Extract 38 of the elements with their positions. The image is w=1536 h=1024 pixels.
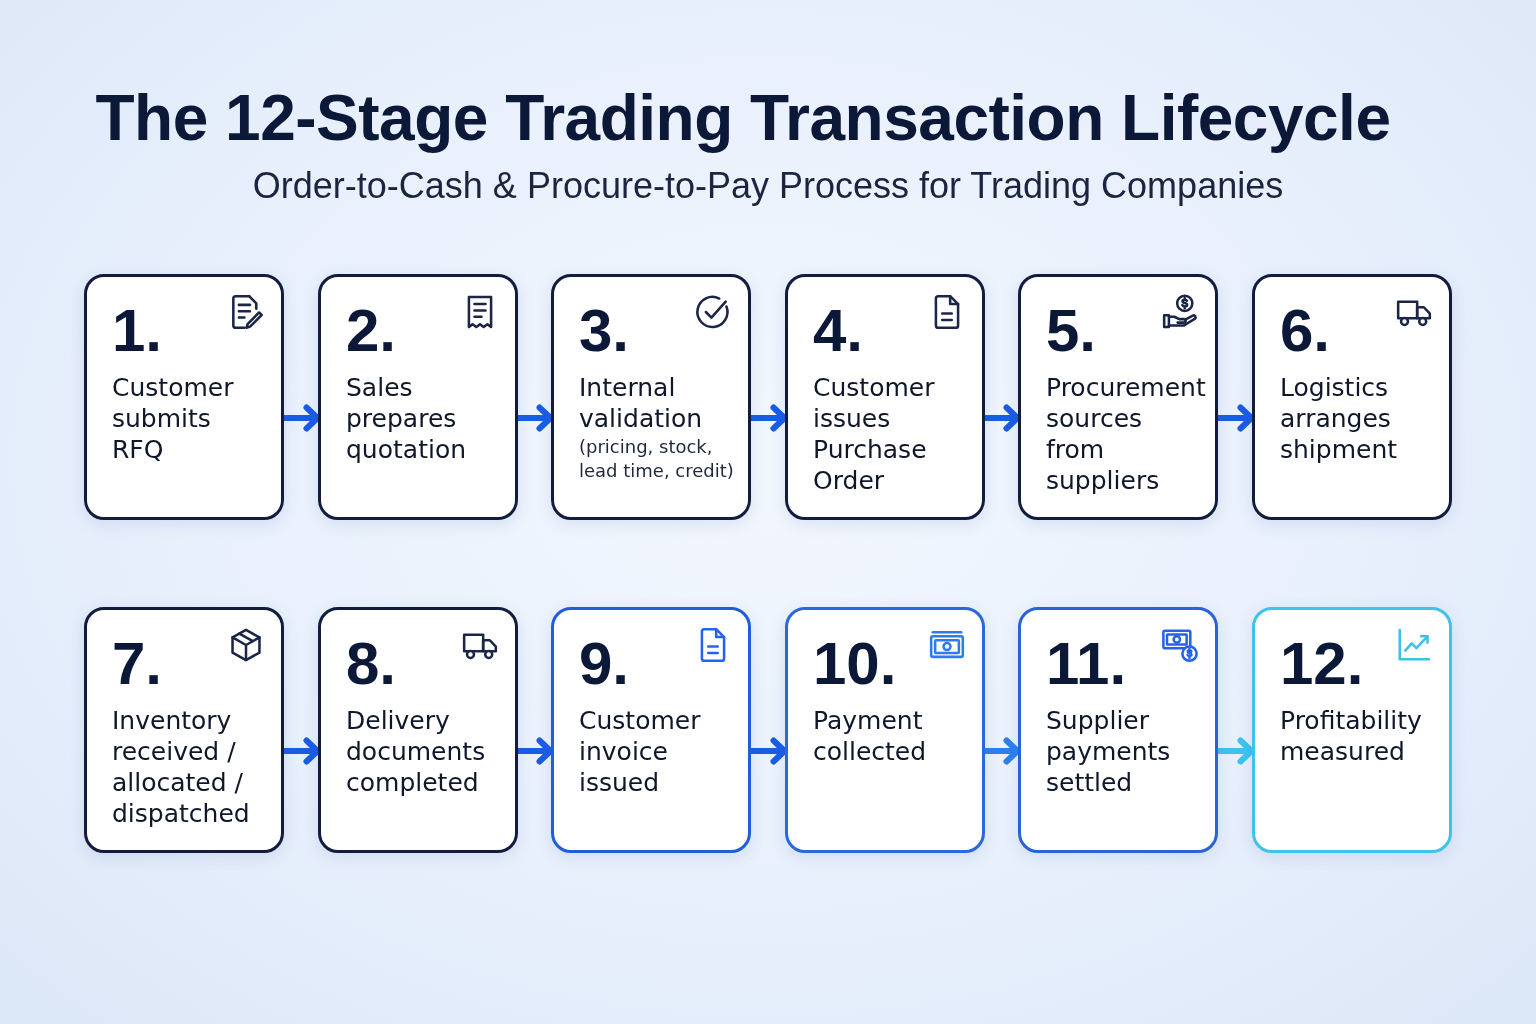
stage-card <box>84 274 284 520</box>
stage-number: 6. <box>1280 301 1331 361</box>
stage-card <box>785 274 985 520</box>
stage-number: 4. <box>813 301 864 361</box>
stage-title: Delivery documents completed <box>346 705 487 798</box>
stage-title: Inventory received / allocated / dispatched <box>112 705 251 829</box>
stage-card <box>1252 274 1452 520</box>
stage-number: 11. <box>1046 634 1127 694</box>
stage-card <box>318 607 518 853</box>
stage-number: 8. <box>346 634 397 694</box>
stage-title: Profitability measured <box>1280 705 1423 767</box>
stage-card <box>1018 274 1218 520</box>
stage-number: 12. <box>1280 634 1364 694</box>
stage-title: Logistics arranges shipment <box>1280 372 1399 465</box>
stage-title: Customer issues Purchase Order <box>813 372 936 496</box>
stage-card <box>785 607 985 853</box>
stage-card <box>84 607 284 853</box>
stage-note: (pricing, stock, lead time, credit) <box>579 435 735 483</box>
stage-number: 7. <box>112 634 163 694</box>
stage-card <box>1018 607 1218 853</box>
stage-number: 5. <box>1046 301 1097 361</box>
stage-title: Payment collected <box>813 705 928 767</box>
stage-title: Sales prepares quotation <box>346 372 468 465</box>
stage-title: Procurement sources from suppliers <box>1046 372 1207 496</box>
stage-number: 10. <box>813 634 897 694</box>
subtitle: Order-to-Cash & Procure-to-Pay Process for Trading Companies <box>252 166 1284 206</box>
stage-title: Internal validation <box>579 372 704 434</box>
stage-card <box>318 274 518 520</box>
stage-number: 2. <box>346 301 397 361</box>
stage-number: 3. <box>579 301 630 361</box>
stage-title: Customer invoice issued <box>579 705 702 798</box>
stage-card <box>1252 607 1452 853</box>
stage-title: Customer submits RFQ <box>112 372 235 465</box>
stage-number: 9. <box>579 634 630 694</box>
stage-card <box>551 607 751 853</box>
stage-number: 1. <box>112 301 163 361</box>
stage-card <box>551 274 751 520</box>
stage-title: Supplier payments settled <box>1046 705 1172 798</box>
